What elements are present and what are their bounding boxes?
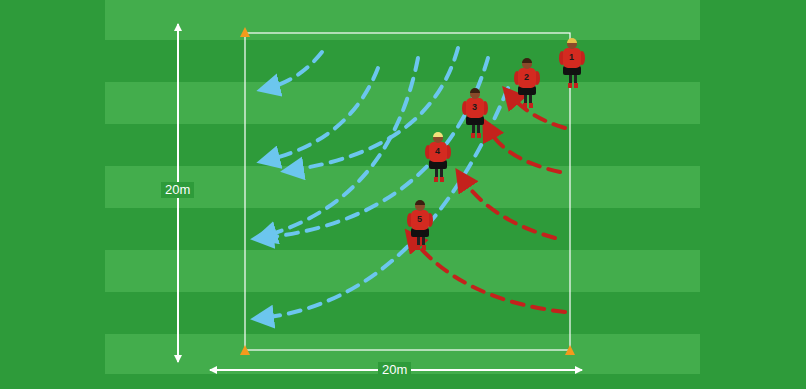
player-number: 4 [435, 146, 440, 156]
player-number: 3 [472, 102, 477, 112]
dimension-label: 20m [161, 182, 194, 198]
player-figure [514, 58, 540, 108]
dimension-label: 20m [378, 362, 411, 378]
player-figure [462, 88, 488, 138]
player-number: 2 [524, 72, 529, 82]
player-figure [425, 132, 451, 182]
player-figure [559, 38, 585, 88]
player-number: 5 [417, 214, 422, 224]
player-figure [407, 200, 433, 250]
player-number: 1 [569, 52, 574, 62]
